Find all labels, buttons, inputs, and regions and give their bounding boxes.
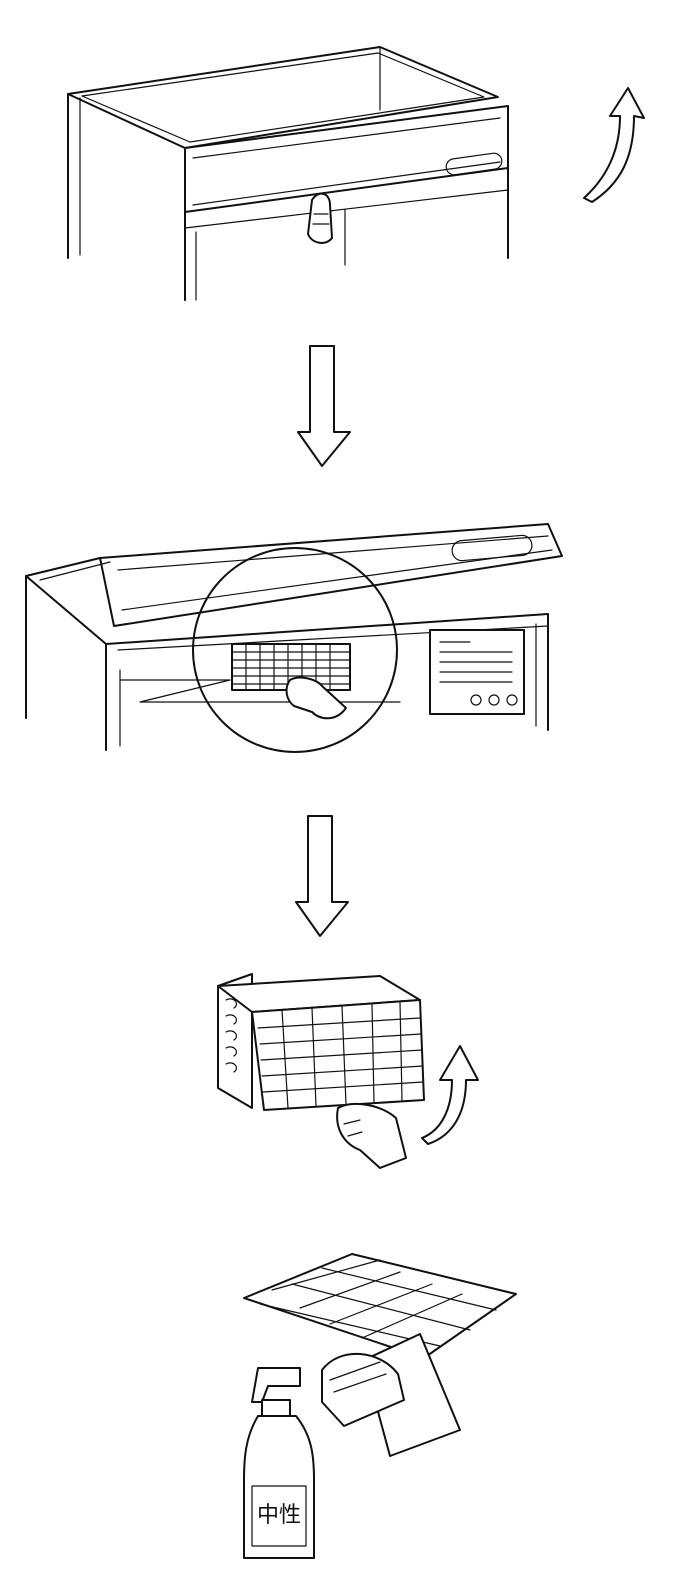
down-arrow-icon: [295, 815, 349, 937]
cabinet-closed-illustration: [67, 46, 509, 301]
lift-arrow-icon: [421, 1045, 479, 1145]
step-4-clean-filter: 中性: [0, 1250, 685, 1570]
step-1-open-cover: [0, 0, 685, 310]
cabinet-open-illustration: [25, 523, 563, 753]
bottle-label: 中性: [257, 1503, 301, 1528]
lift-arrow-icon: [583, 87, 645, 203]
spray-bottle: 中性: [243, 1367, 315, 1559]
step-3-pull-filter: [0, 968, 685, 1188]
filter-cleaning-illustration: 中性: [243, 1253, 517, 1559]
down-arrow-icon: [297, 345, 351, 467]
filter-removal-illustration: [217, 973, 425, 1169]
step-2-locate-filter: [0, 510, 685, 770]
